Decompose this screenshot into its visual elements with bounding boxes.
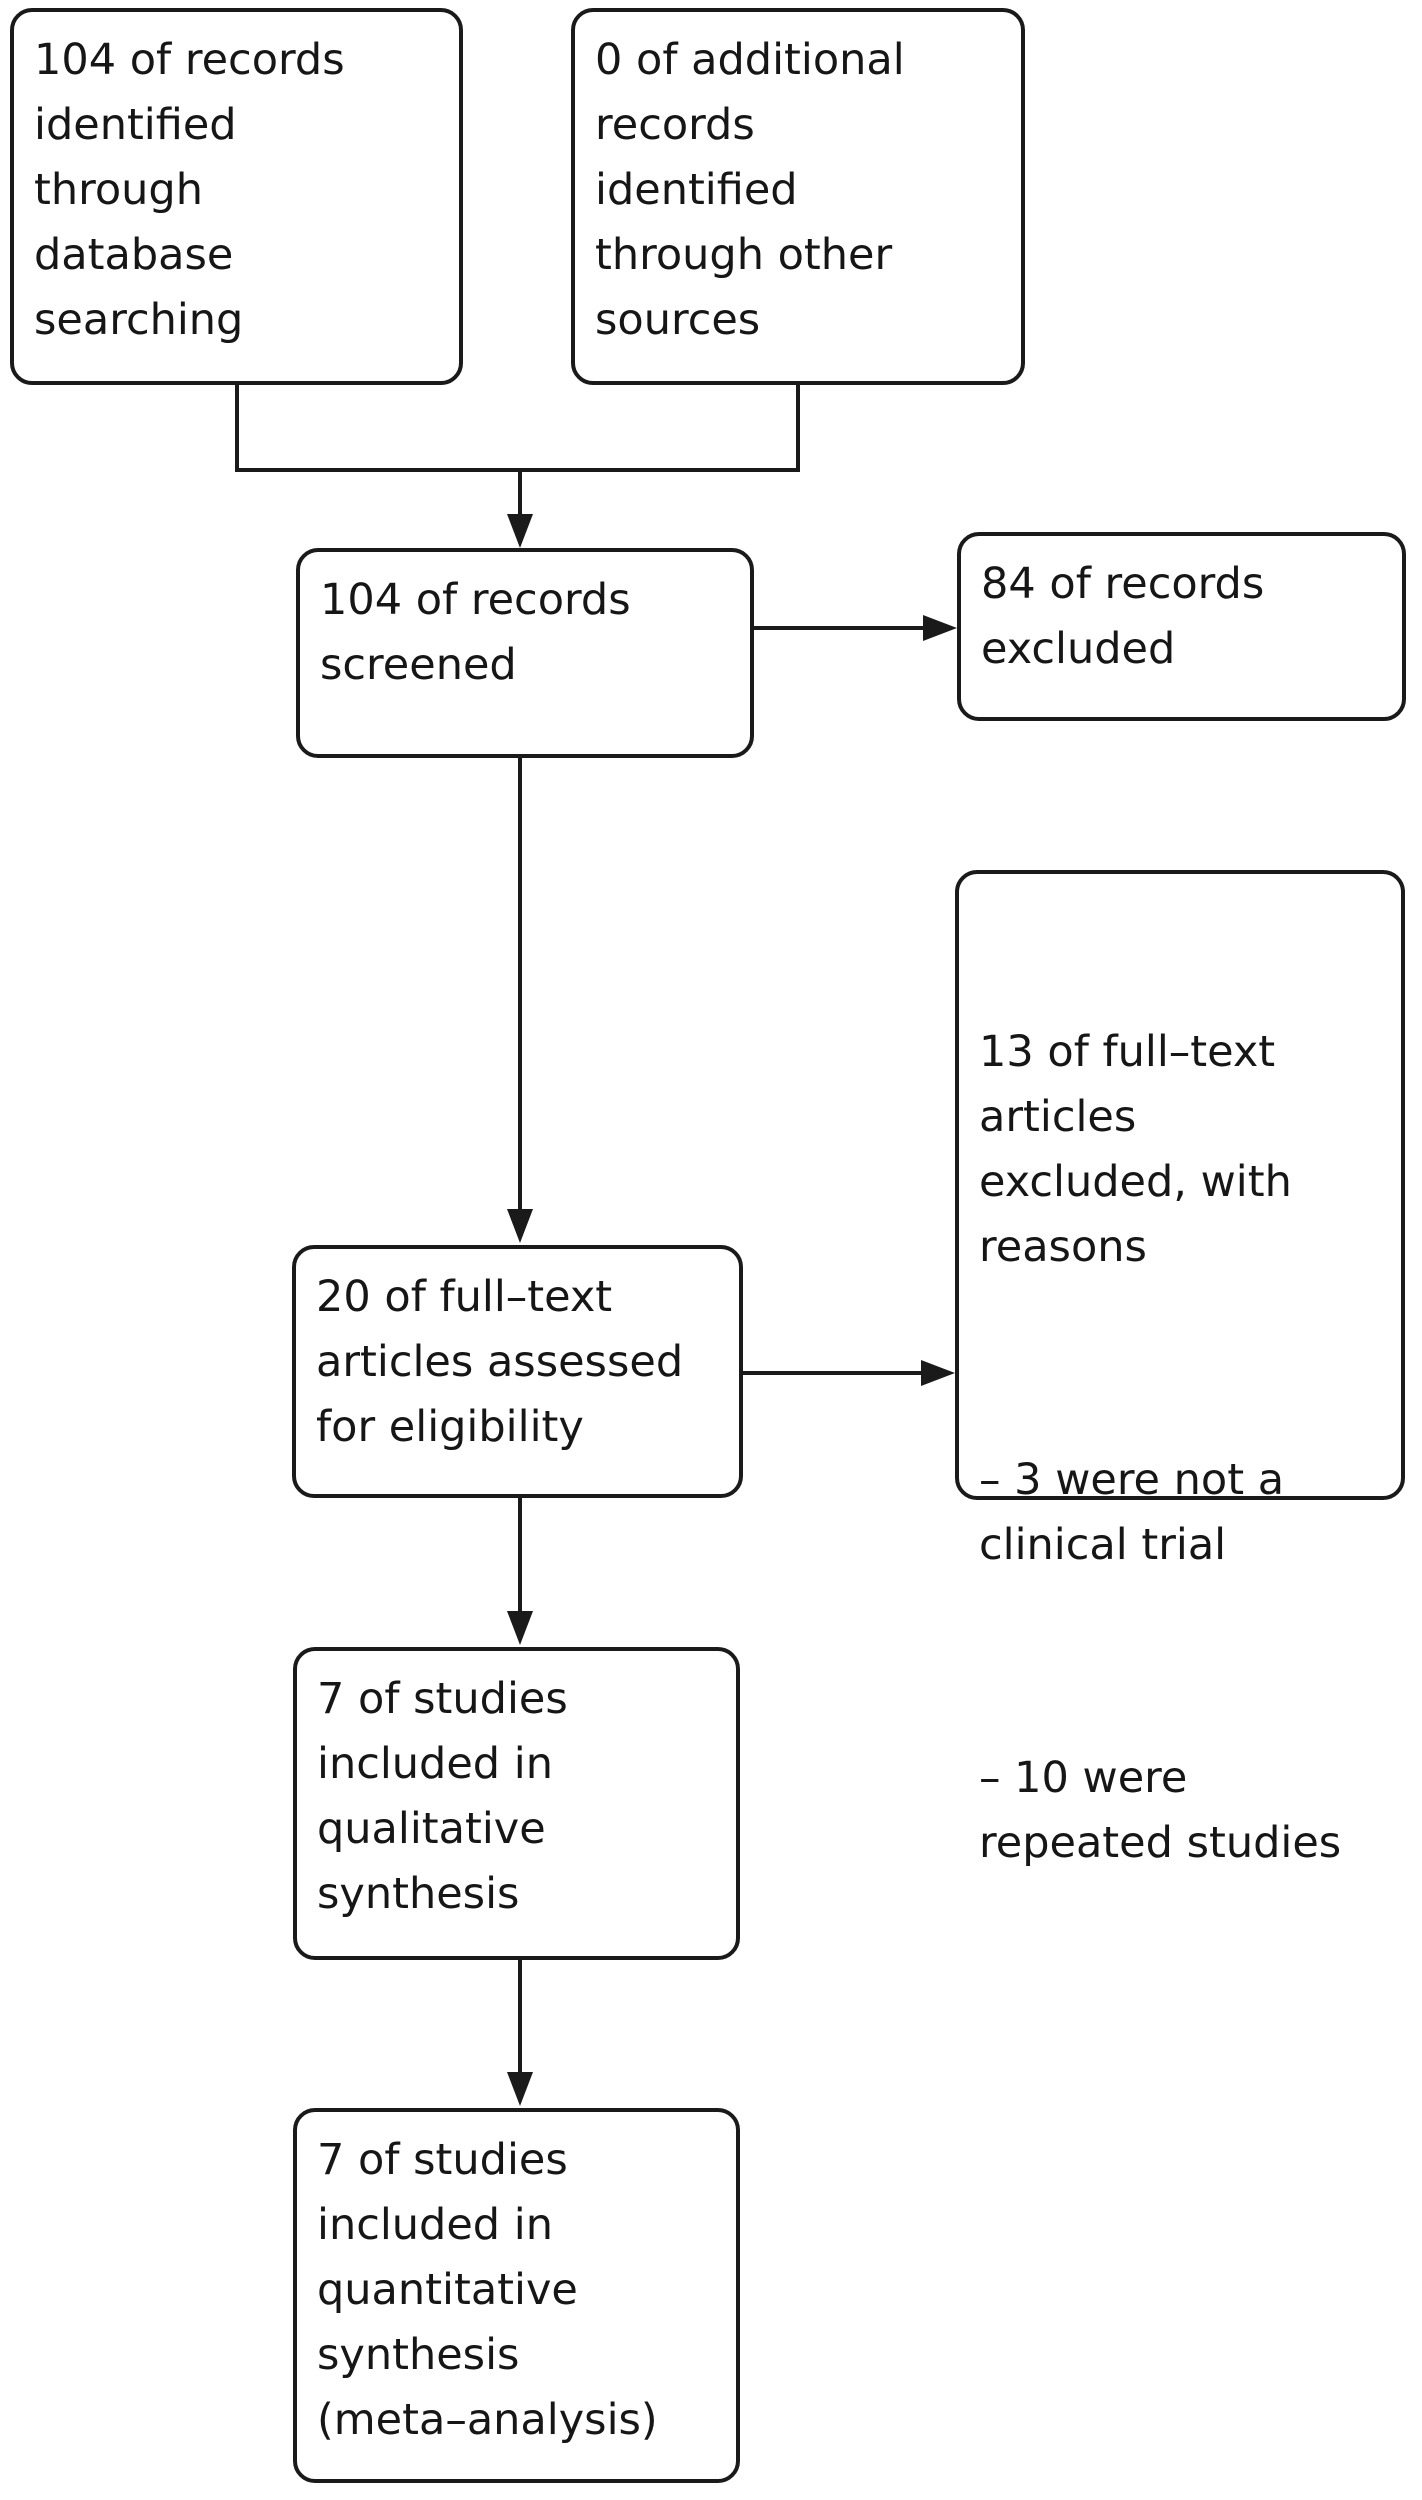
box-records-screened: 104 of records screened — [296, 548, 754, 758]
box-records-identified-database: 104 of records identified through databa… — [10, 8, 463, 385]
arrow-assessed-to-qualitative-head — [507, 1611, 533, 1645]
arrow-qualitative-to-quantitative-head — [507, 2072, 533, 2106]
box-fulltext-articles-excluded-with-reasons: 13 of full–text articles excluded, with … — [955, 870, 1405, 1868]
box-records-identified-other-sources: 0 of additional records identified throu… — [571, 8, 1025, 385]
arrow-merge-to-screened-head — [507, 514, 533, 548]
box-fulltext-articles-assessed: 20 of full–text articles assessed for el… — [292, 1245, 743, 1498]
arrow-screened-to-excluded-head — [923, 615, 957, 641]
arrow-screened-to-assessed-head — [507, 1209, 533, 1243]
fulltext-excluded-summary: 13 of full–text articles excluded, with … — [979, 1027, 1292, 1272]
box-records-excluded: 84 of records excluded — [957, 532, 1406, 721]
arrow-assessed-to-fulltext-excluded-head — [921, 1360, 955, 1386]
box-studies-qualitative-synthesis: 7 of studies included in qualitative syn… — [293, 1647, 740, 1960]
fulltext-excluded-reason-2: – 10 were repeated studies — [979, 1753, 1342, 1868]
fulltext-excluded-reason-1: – 3 were not a clinical trial — [979, 1455, 1285, 1570]
box-studies-quantitative-synthesis: 7 of studies included in quantitative sy… — [293, 2108, 740, 2483]
